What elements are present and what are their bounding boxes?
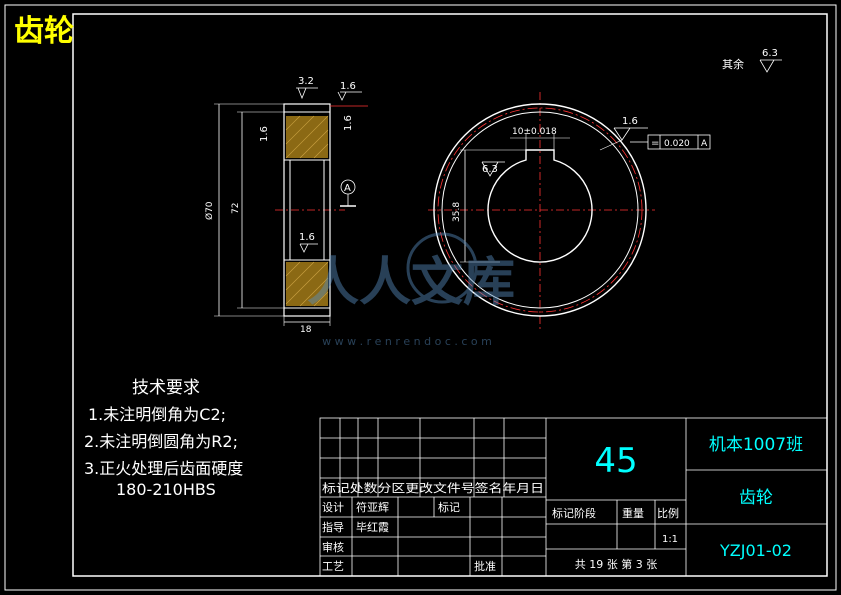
designer-label: 设计 xyxy=(322,501,344,514)
side-left-roughness: 1.6 xyxy=(259,126,270,142)
sheet-info: 共 19 张 第 3 张 xyxy=(575,557,657,571)
front-keyway-roughness: 1.6 xyxy=(622,116,638,127)
side-inner-dim: 72 xyxy=(231,203,241,214)
side-view xyxy=(214,87,368,326)
stage-label: 标记阶段 xyxy=(552,506,596,520)
tech-req-item-1: 1.未注明倒角为C2; xyxy=(88,405,227,424)
tolerance-datum: A xyxy=(701,139,708,149)
scale-label: 比例 xyxy=(657,506,679,520)
tech-req-item-3: 3.正火处理后齿面硬度 xyxy=(84,459,244,478)
process-label: 工艺 xyxy=(322,560,344,573)
roughness-other-label: 其余 xyxy=(722,57,744,71)
side-mid-roughness: 1.6 xyxy=(299,232,315,243)
weight-label: 重量 xyxy=(622,506,644,520)
tech-req-item-4: 180-210HBS xyxy=(116,480,216,499)
drawing-no: YZJ01-02 xyxy=(719,541,792,560)
watermark-url: w w w . r e n r e n d o c . c o m xyxy=(322,335,492,348)
drawing-title: 齿轮 xyxy=(14,14,74,49)
side-datum: A xyxy=(344,183,351,194)
front-view xyxy=(428,59,782,330)
roughness-other-value: 6.3 xyxy=(762,48,778,59)
part-name: 齿轮 xyxy=(739,488,773,508)
designer-name: 符亚辉 xyxy=(356,501,389,514)
side-outer-dia: Ø70 xyxy=(204,201,215,220)
tolerance-value: 0.020 xyxy=(664,139,690,149)
side-topright-roughness: 1.6 xyxy=(340,81,356,92)
tolerance-symbol: = xyxy=(651,138,659,149)
guide-label: 指导 xyxy=(322,520,344,534)
outer-border xyxy=(4,4,837,591)
guide-name: 毕红霞 xyxy=(356,521,389,534)
title-block xyxy=(319,417,828,577)
watermark-text: 人人文库 xyxy=(307,253,515,313)
scale: 1:1 xyxy=(662,534,678,545)
standard-label: 标记 xyxy=(438,500,460,514)
class-name: 机本1007班 xyxy=(709,435,803,455)
tech-req-heading: 技术要求 xyxy=(132,378,200,398)
material: 45 xyxy=(594,441,637,481)
watermark: 人人文库 w w w . r e n r e n d o c . c o m xyxy=(307,232,515,348)
tech-req-item-2: 2.未注明倒圆角为R2; xyxy=(84,432,238,451)
front-hub-roughness: 6.3 xyxy=(482,164,498,175)
side-top-roughness: 3.2 xyxy=(298,76,314,87)
side-width: 18 xyxy=(300,325,312,335)
header-row: 标记处数分区更改文件号签名年月日 xyxy=(322,481,544,495)
front-keyway: 10±0.018 xyxy=(512,127,557,137)
review-label: 审核 xyxy=(322,540,344,554)
approve-label: 批准 xyxy=(474,559,496,573)
front-bore-dim: 35.8 xyxy=(452,202,462,222)
side-right-roughness: 1.6 xyxy=(343,115,354,131)
